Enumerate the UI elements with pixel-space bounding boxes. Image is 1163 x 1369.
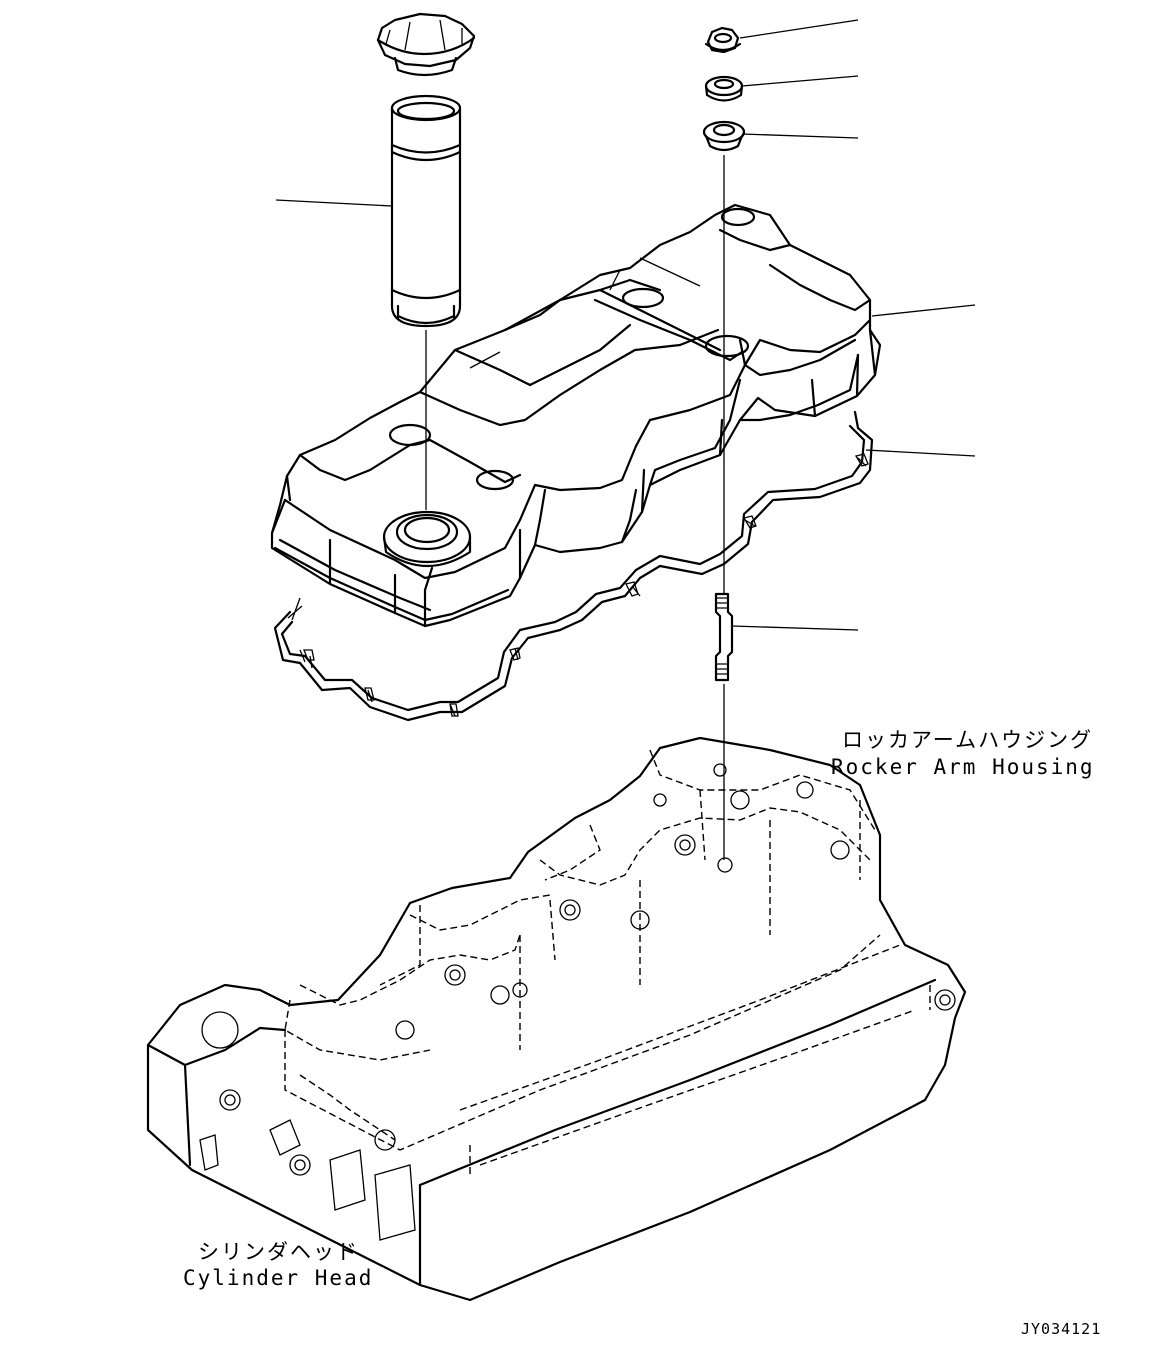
oil-filler-cap	[376, 12, 476, 77]
rocker-cover-gasket	[273, 410, 874, 722]
drawing-code: JY034121	[1021, 1320, 1102, 1338]
flange-nut	[704, 26, 742, 54]
stud-bolt	[714, 592, 734, 682]
leader-lines	[275, 19, 976, 631]
washer	[704, 75, 744, 102]
oil-filler-tube	[390, 94, 462, 328]
rocker-arm-housing-label-jp: ロッカアームハウジング	[842, 728, 1094, 752]
isolator-grommet	[702, 120, 746, 152]
cylinder-head-label-jp: シリンダヘッド	[198, 1240, 359, 1264]
rocker-arm-housing-label-en: Rocker Arm Housing	[831, 755, 1095, 779]
cylinder-head	[146, 736, 967, 1302]
assembly-lines	[425, 155, 725, 860]
rocker-cover	[270, 203, 882, 628]
cylinder-head-label-en: Cylinder Head	[183, 1266, 374, 1290]
